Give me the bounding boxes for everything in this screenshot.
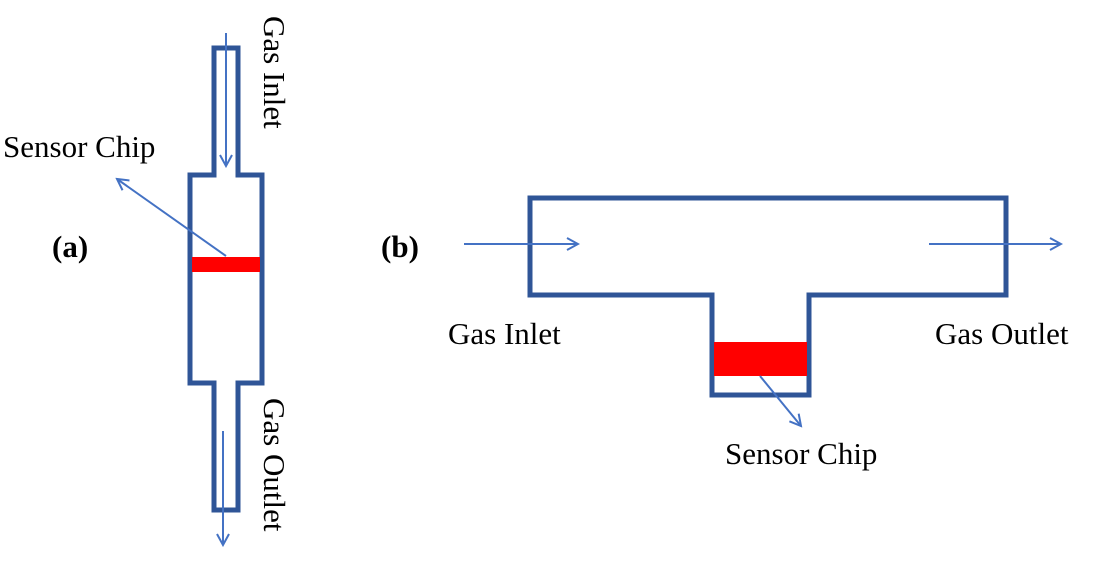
panel-a-gas-outlet-label: Gas Outlet bbox=[257, 398, 292, 532]
panel-b-gas-inlet-label: Gas Inlet bbox=[448, 316, 561, 351]
panel-b-sensor-chip-label: Sensor Chip bbox=[725, 436, 877, 471]
panel-b-sensor-pointer-arrow bbox=[759, 375, 801, 426]
panel-a-gas-inlet-label: Gas Inlet bbox=[257, 16, 292, 129]
panel-b-label: (b) bbox=[381, 229, 419, 264]
panel-b-chamber-outline bbox=[527, 195, 1009, 398]
panel-a-label: (a) bbox=[52, 229, 88, 264]
panel-a-chamber-outline bbox=[187, 45, 265, 513]
panel-b-sensor-chip bbox=[714, 342, 807, 376]
panel-a-sensor-pointer-arrow bbox=[117, 179, 227, 257]
panel-a-sensor-chip-label: Sensor Chip bbox=[3, 129, 155, 164]
panel-a-sensor-chip bbox=[192, 257, 260, 272]
panel-a: (a) Sensor Chip Gas Inlet Gas Outlet bbox=[3, 16, 292, 545]
panel-b-gas-outlet-label: Gas Outlet bbox=[935, 316, 1069, 351]
panel-b: (b) Gas Inlet Gas Outlet Sensor Chip bbox=[381, 195, 1069, 471]
